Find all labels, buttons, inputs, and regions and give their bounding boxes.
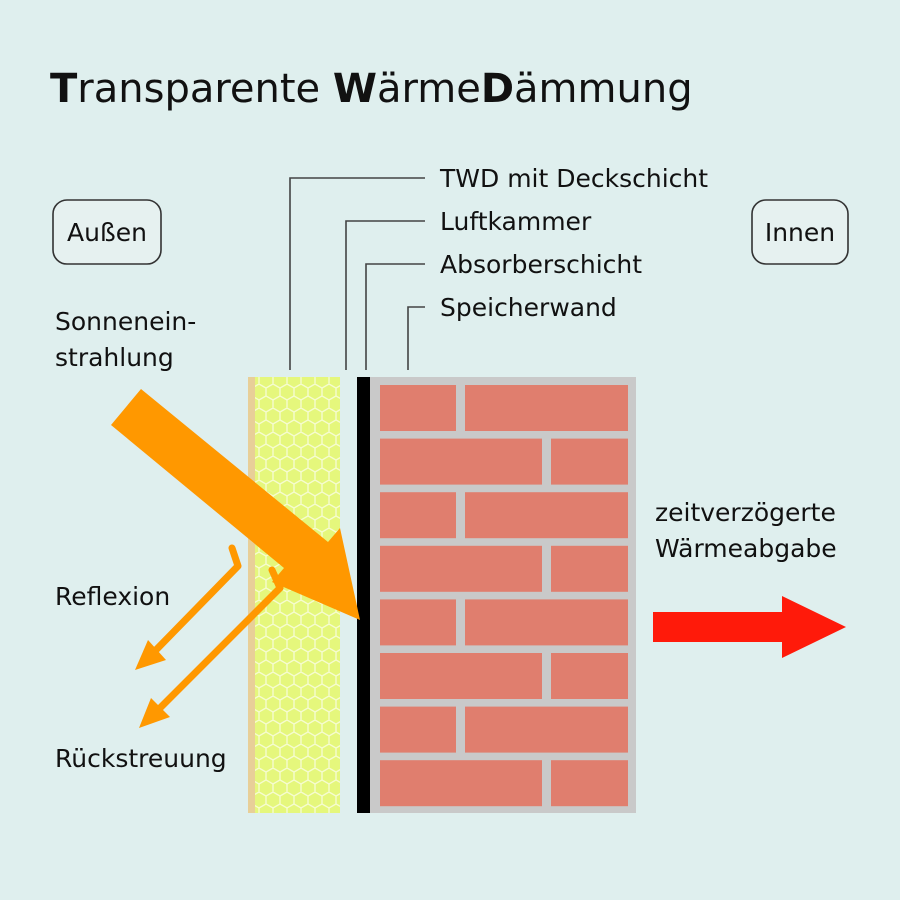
inside-badge [751, 199, 849, 265]
reflection-arrow [150, 544, 242, 656]
heat-release-line1: zeitverzögerte [655, 498, 836, 527]
inside-label: Innen [765, 218, 835, 247]
heat-release-line2: Wärmeabgabe [655, 534, 837, 563]
outside-badge [52, 199, 162, 265]
brick [465, 385, 628, 431]
label-twd: TWD mit Deckschicht [439, 164, 708, 193]
backscatter-arrow [154, 566, 284, 714]
outside-label: Außen [67, 218, 147, 247]
title-part: ärme [377, 66, 481, 112]
leader-air [345, 220, 425, 370]
title-part: T [50, 66, 78, 112]
title-part: ämmung [514, 66, 693, 112]
brick [380, 492, 456, 539]
storage-wall [370, 377, 636, 813]
brick [465, 706, 628, 753]
brick [551, 545, 628, 592]
leader-storage [407, 306, 425, 370]
label-air-chamber: Luftkammer [440, 207, 592, 236]
brick [380, 599, 456, 646]
leader-twd [289, 177, 425, 370]
absorber-layer [357, 377, 370, 813]
title-part: D [481, 66, 514, 112]
backscatter-label: Rückstreuung [55, 744, 227, 773]
page-title: Transparente WärmeDämmung [50, 66, 693, 112]
label-storage-wall: Speicherwand [440, 293, 617, 322]
reflection-arrowhead [135, 640, 166, 670]
reflection-label: Reflexion [55, 582, 170, 611]
twd-cover-layer [248, 377, 255, 813]
leader-lines [289, 177, 425, 370]
brick [465, 599, 628, 646]
brick [380, 706, 456, 753]
brick [380, 760, 542, 807]
leader-absorber [365, 263, 425, 370]
brick [380, 545, 542, 592]
brick [465, 492, 628, 539]
title-part: W [333, 66, 377, 112]
title-part: ransparente [77, 66, 333, 112]
brick [380, 653, 542, 699]
solar-label-line2: strahlung [55, 343, 174, 372]
brick [380, 438, 542, 485]
heat-release-arrow [653, 596, 846, 658]
label-absorber: Absorberschicht [440, 250, 642, 279]
brick [551, 438, 628, 485]
solar-label-line1: Sonnenein- [55, 307, 196, 336]
brick [380, 385, 456, 431]
brick [551, 760, 628, 807]
solar-radiation-arrow [111, 389, 360, 620]
brick [551, 653, 628, 699]
backscatter-arrowhead [139, 698, 170, 728]
